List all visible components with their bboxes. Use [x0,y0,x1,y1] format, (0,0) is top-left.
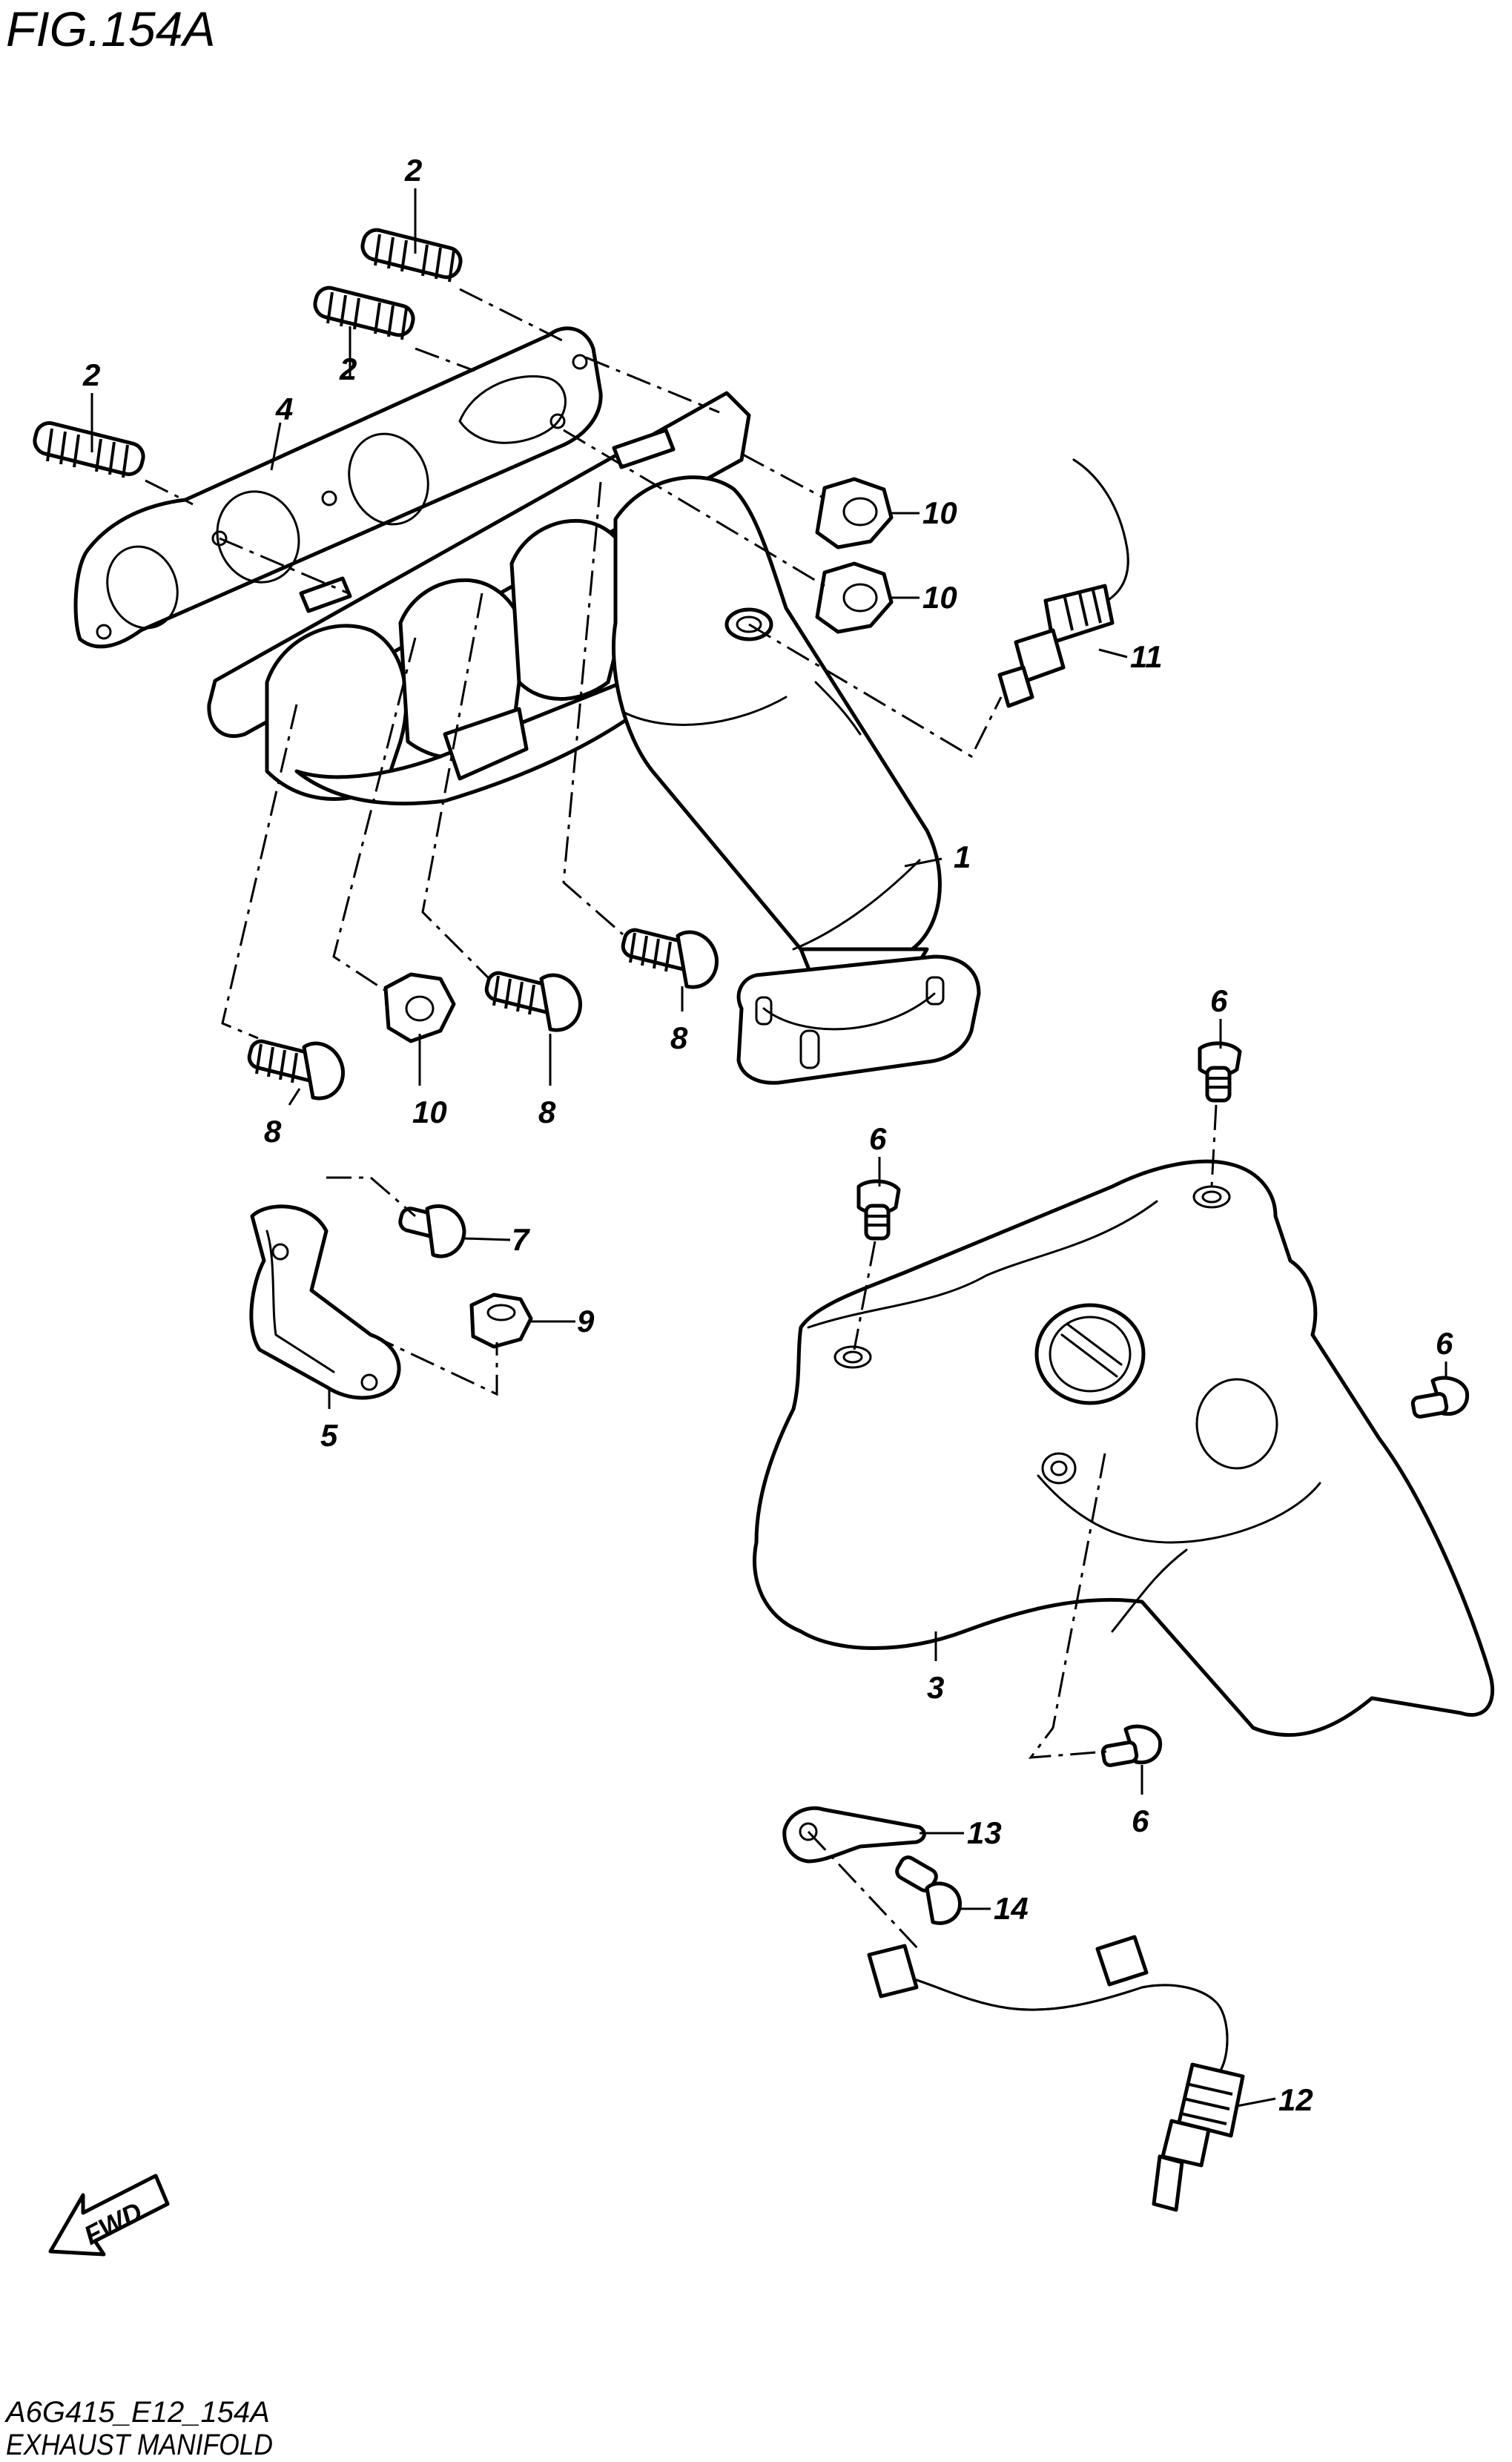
heat-shield [753,1159,1495,1737]
leader-lines [90,188,1447,2108]
figure-title: FIG.154A [6,1,215,56]
callout-2-middle: 2 [339,352,357,386]
shield-bolt-6-left [856,1179,901,1241]
callout-6-right: 6 [1436,1326,1453,1361]
stud-bolt-top [360,228,463,283]
shield-nut [469,1293,533,1349]
manifold-gasket [73,326,603,649]
flange-nut-bottom [383,972,456,1043]
flange-bolt-left [247,1039,345,1100]
oxygen-sensor-upper [997,458,1129,708]
callout-2-left: 2 [82,357,100,392]
shield-bolt-6-top [1198,1041,1242,1103]
callout-8-left: 8 [264,1114,282,1149]
flange-nut-lower [815,561,894,634]
assembly-lines [145,288,1218,1952]
callout-7: 7 [512,1222,530,1257]
callout-11: 11 [1130,639,1163,674]
shield-bolt [398,1204,466,1258]
oxygen-sensor-lower [867,1935,1245,2212]
heat-shield-bracket [249,1204,401,1400]
callout-5: 5 [320,1418,338,1453]
callout-6-bottom: 6 [1132,1803,1149,1838]
callout-6-top: 6 [1210,983,1228,1018]
callout-10-upper: 10 [922,495,957,530]
callout-labels: 1 2 2 2 3 4 5 6 6 6 6 7 8 8 8 9 10 10 10… [82,153,1453,2117]
callout-13: 13 [967,1815,1002,1850]
flange-nut-upper [815,477,894,550]
flange-bolt-middle [484,971,582,1032]
figure-code: A6G415_E12_154A [4,2396,270,2429]
callout-8-right: 8 [670,1020,688,1055]
callout-6-left: 6 [869,1121,887,1156]
flange-bolt-right [621,928,719,989]
callout-10-lower: 10 [922,580,957,615]
callout-12: 12 [1278,2082,1313,2117]
shield-bolt-6-bottom [1100,1724,1163,1767]
callout-2-top: 2 [404,153,422,188]
callout-9: 9 [577,1304,595,1339]
shield-bolt-6-right [1410,1376,1470,1419]
stud-bolt-left [33,421,145,478]
callout-8-middle: 8 [538,1095,556,1129]
forward-arrow: FWD [48,2174,170,2257]
sensor-bracket [782,1806,926,1864]
figure-name: EXHAUST MANIFOLD [6,2429,273,2461]
callout-4: 4 [275,392,293,426]
callout-1: 1 [954,839,971,874]
callout-3: 3 [927,1670,944,1705]
bracket-bolt [895,1855,962,1925]
stud-bolt-middle [313,286,415,340]
callout-14: 14 [994,1891,1029,1926]
callout-10-bottom: 10 [412,1095,447,1129]
exhaust-manifold [207,391,981,1085]
